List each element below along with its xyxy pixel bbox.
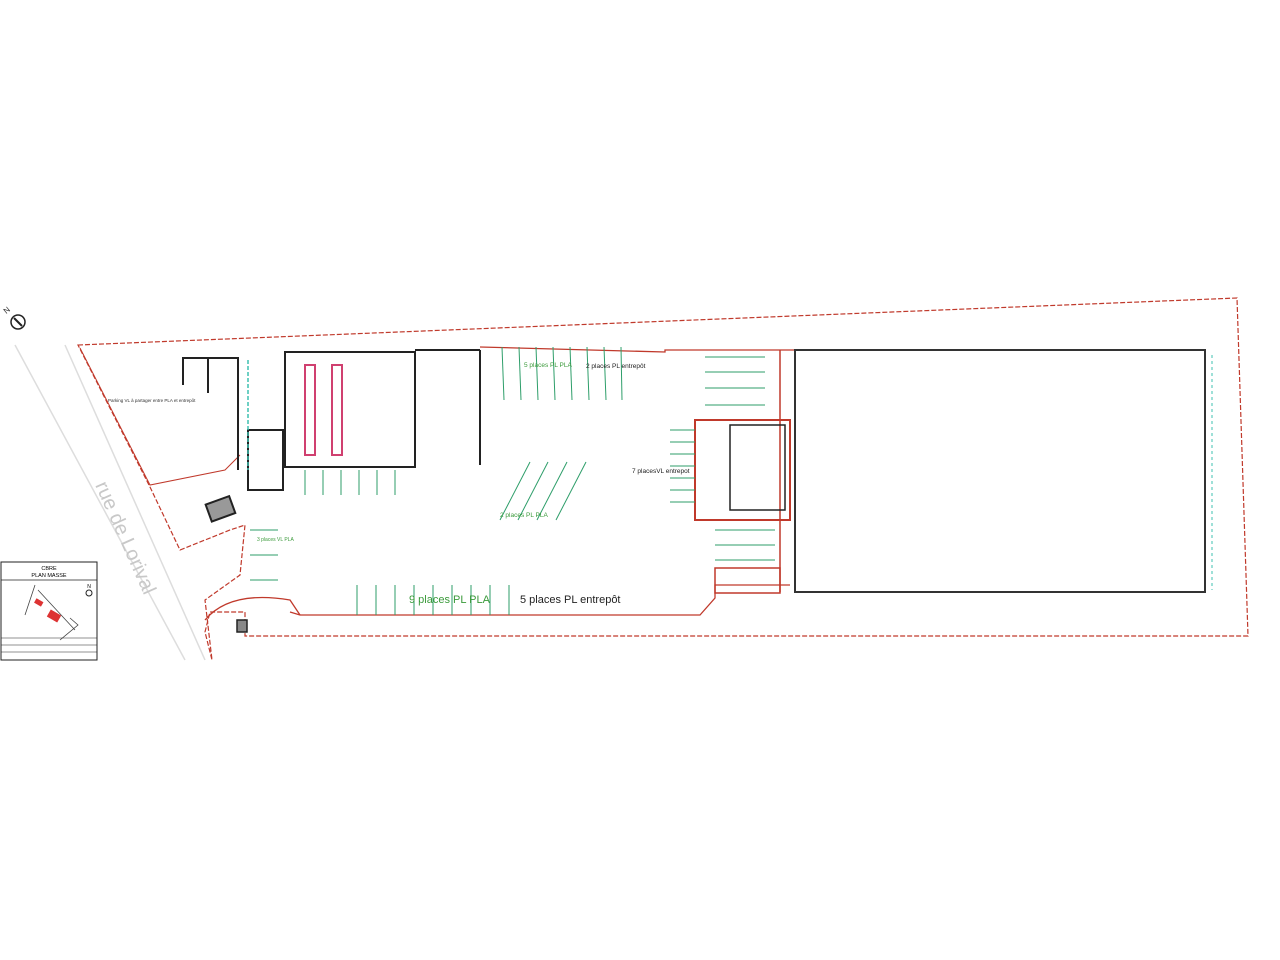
pla-building (182, 349, 481, 633)
site-boundary (77, 297, 1249, 661)
title-block-north: N (87, 584, 91, 590)
label-pl-pla-bottom: 9 places PL PLA (409, 594, 491, 606)
pavement-edge-bottom (289, 584, 790, 616)
title-block-compass-icon (85, 589, 93, 597)
title-block: CBRE PLAN MASSE N (0, 561, 98, 661)
title-block-company: CBRE (41, 566, 57, 572)
label-vl-pla: 3 places VL PLA (257, 537, 294, 543)
compass-icon: N (2, 305, 26, 330)
title-block-title: PLAN MASSE (31, 573, 66, 579)
inner-boundary (79, 347, 241, 486)
street-name: rue de Lorival (90, 478, 159, 598)
label-vl-entrepot: 7 placesVL entrepot (632, 468, 690, 475)
label-pl-pla-mid: 2 places PL PLA (500, 512, 548, 519)
warehouse (694, 349, 1213, 594)
label-pl-entrepot-top: 2 places PL entrepôt (586, 363, 646, 370)
entrance-curve (204, 596, 301, 621)
label-shared-parking: Parking VL à partager entre PLA et entre… (108, 398, 196, 403)
compass-north-label: N (2, 305, 12, 316)
label-pl-entrepot-bottom: 5 places PL entrepôt (520, 594, 621, 606)
label-pl-pla-top: 5 places PL PLA (524, 362, 572, 369)
parking-stalls (250, 346, 775, 615)
